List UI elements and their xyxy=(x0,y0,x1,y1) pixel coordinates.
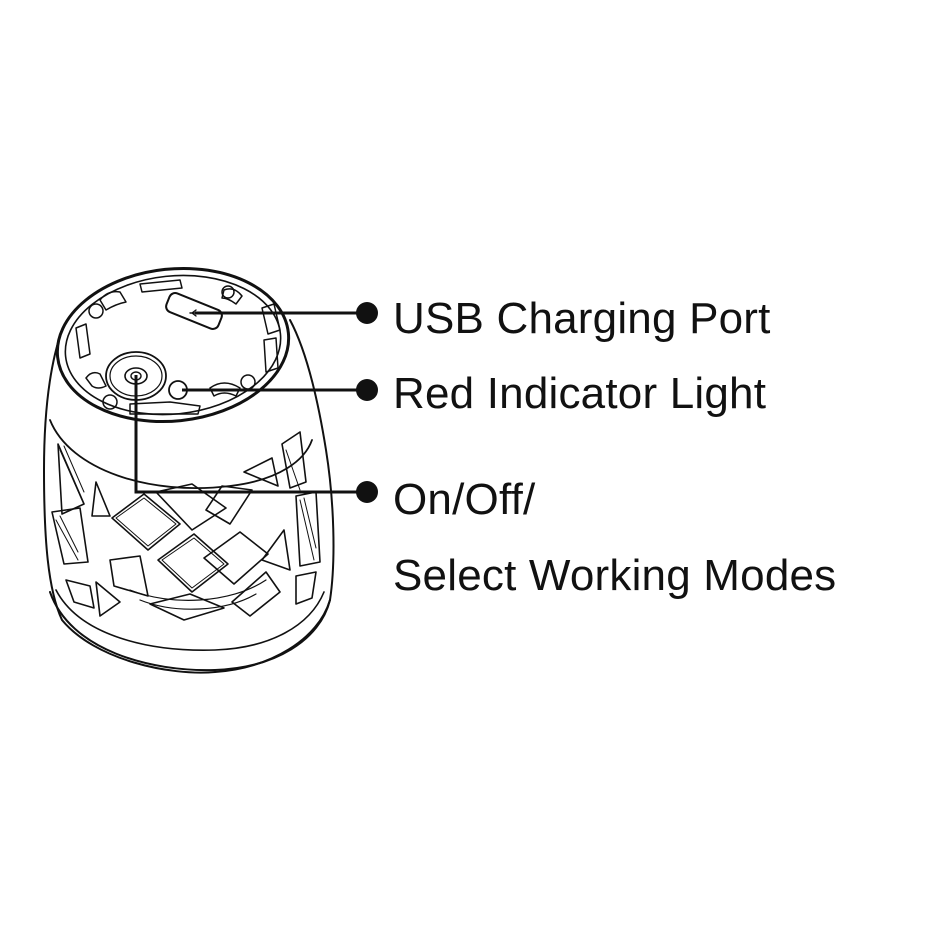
base-ring-inner xyxy=(55,589,325,651)
usb-port-icon xyxy=(165,292,223,330)
cap-band xyxy=(49,419,313,490)
indicator-callout-dot xyxy=(356,379,378,401)
base-ring-outer xyxy=(49,591,331,672)
lamp-body-outline xyxy=(43,319,335,674)
power-button-icon xyxy=(105,351,167,401)
red-indicator-light-label: Red Indicator Light xyxy=(393,369,767,418)
power-mode-label-line1: On/Off/ xyxy=(393,475,536,524)
power-mode-label-line2: Select Working Modes xyxy=(393,551,837,600)
usb-charging-port-label: USB Charging Port xyxy=(393,294,771,343)
cage-lattice xyxy=(51,431,321,621)
top-cap xyxy=(55,266,291,424)
power-mode-label: On/Off/ Select Working Modes xyxy=(393,462,836,614)
usb-callout-dot xyxy=(356,302,378,324)
power-callout-dot xyxy=(356,481,378,503)
power-leader-line xyxy=(134,375,367,494)
